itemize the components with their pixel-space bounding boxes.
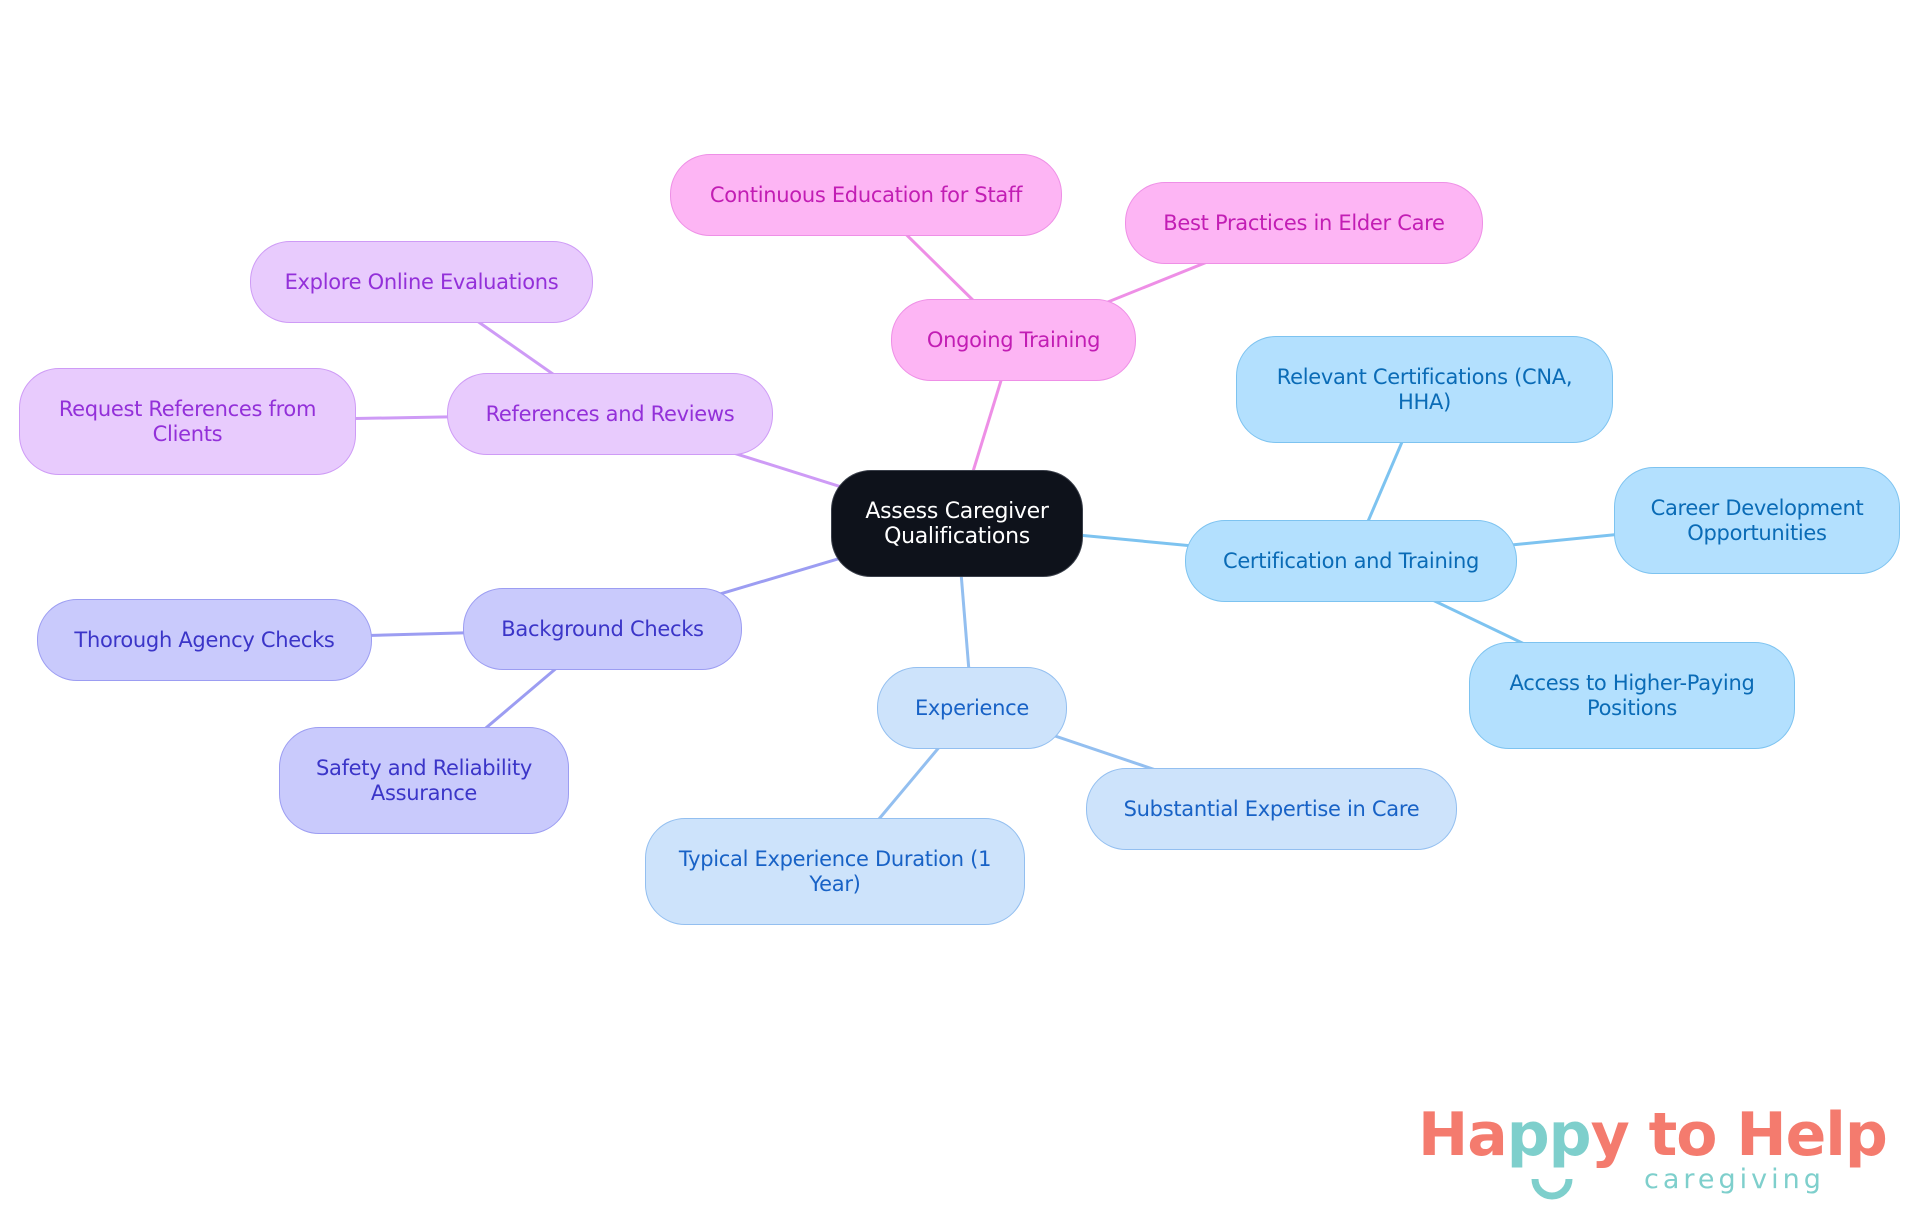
- smile-icon: [1531, 1178, 1573, 1200]
- node-label: Certification and Training: [1223, 549, 1479, 574]
- node-label: References and Reviews: [486, 402, 735, 427]
- node-label-line: Assurance: [370, 780, 478, 805]
- brand-logo: Happy to Help caregiving: [1418, 1100, 1888, 1210]
- node-label: Best Practices in Elder Care: [1163, 210, 1445, 236]
- node-label: Explore Online Evaluations: [285, 270, 559, 295]
- logo-wordmark: Happy to Help: [1418, 1100, 1888, 1170]
- node-label-line: Safety and Reliability: [315, 755, 533, 780]
- node-label-line: Best Practices in Elder Care: [1163, 210, 1445, 235]
- node-label: Ongoing Training: [926, 327, 1101, 353]
- mindmap-node-relevant[interactable]: Relevant Certifications (CNA,HHA): [1236, 336, 1613, 443]
- node-label-line: Continuous Education for Staff: [709, 182, 1023, 207]
- node-label-line: Year): [809, 871, 861, 896]
- node-label-line: Substantial Expertise in Care: [1123, 796, 1420, 821]
- node-label-line: Explore Online Evaluations: [284, 269, 559, 294]
- mindmap-node-experience[interactable]: Experience: [877, 667, 1067, 749]
- mindmap-node-references[interactable]: References and Reviews: [447, 373, 773, 455]
- node-label: Experience: [915, 696, 1029, 721]
- node-label-line: References and Reviews: [485, 401, 735, 426]
- node-label: Background Checks: [501, 616, 704, 642]
- mindmap-node-ongoing[interactable]: Ongoing Training: [891, 299, 1136, 381]
- node-label-line: Experience: [914, 695, 1030, 720]
- mindmap-node-thorough[interactable]: Thorough Agency Checks: [37, 599, 372, 681]
- node-label-line: Background Checks: [501, 616, 704, 641]
- node-label-line: Assess Caregiver: [865, 498, 1049, 524]
- node-label-line: Qualifications: [884, 523, 1030, 549]
- node-label-line: Positions: [1586, 695, 1677, 720]
- node-label-line: Typical Experience Duration (1: [678, 846, 992, 871]
- mindmap-node-certification[interactable]: Certification and Training: [1185, 520, 1517, 602]
- node-label-line: Thorough Agency Checks: [74, 627, 335, 652]
- node-label-line: Ongoing Training: [926, 327, 1101, 352]
- node-label: Substantial Expertise in Care: [1124, 797, 1420, 822]
- node-label-line: Career Development: [1650, 495, 1864, 520]
- node-label: Relevant Certifications (CNA,HHA): [1277, 365, 1573, 415]
- mindmap-node-bestpractices[interactable]: Best Practices in Elder Care: [1125, 182, 1483, 264]
- node-label-line: Access to Higher-Paying: [1509, 670, 1755, 695]
- logo-tagline: caregiving: [1644, 1164, 1825, 1195]
- node-label-line: Certification and Training: [1222, 548, 1480, 573]
- mindmap-node-substantial[interactable]: Substantial Expertise in Care: [1086, 768, 1457, 850]
- node-label-line: Clients: [152, 421, 223, 446]
- mindmap-node-background[interactable]: Background Checks: [463, 588, 742, 670]
- node-label: Thorough Agency Checks: [74, 628, 334, 653]
- node-label-line: Opportunities: [1687, 520, 1827, 545]
- node-label-line: Relevant Certifications (CNA,: [1276, 364, 1573, 389]
- mindmap-node-explore[interactable]: Explore Online Evaluations: [250, 241, 593, 323]
- mindmap-node-continuous[interactable]: Continuous Education for Staff: [670, 154, 1062, 236]
- node-label-line: HHA): [1398, 389, 1451, 414]
- node-label: Continuous Education for Staff: [709, 182, 1023, 208]
- node-label-line: Request References from: [58, 396, 317, 421]
